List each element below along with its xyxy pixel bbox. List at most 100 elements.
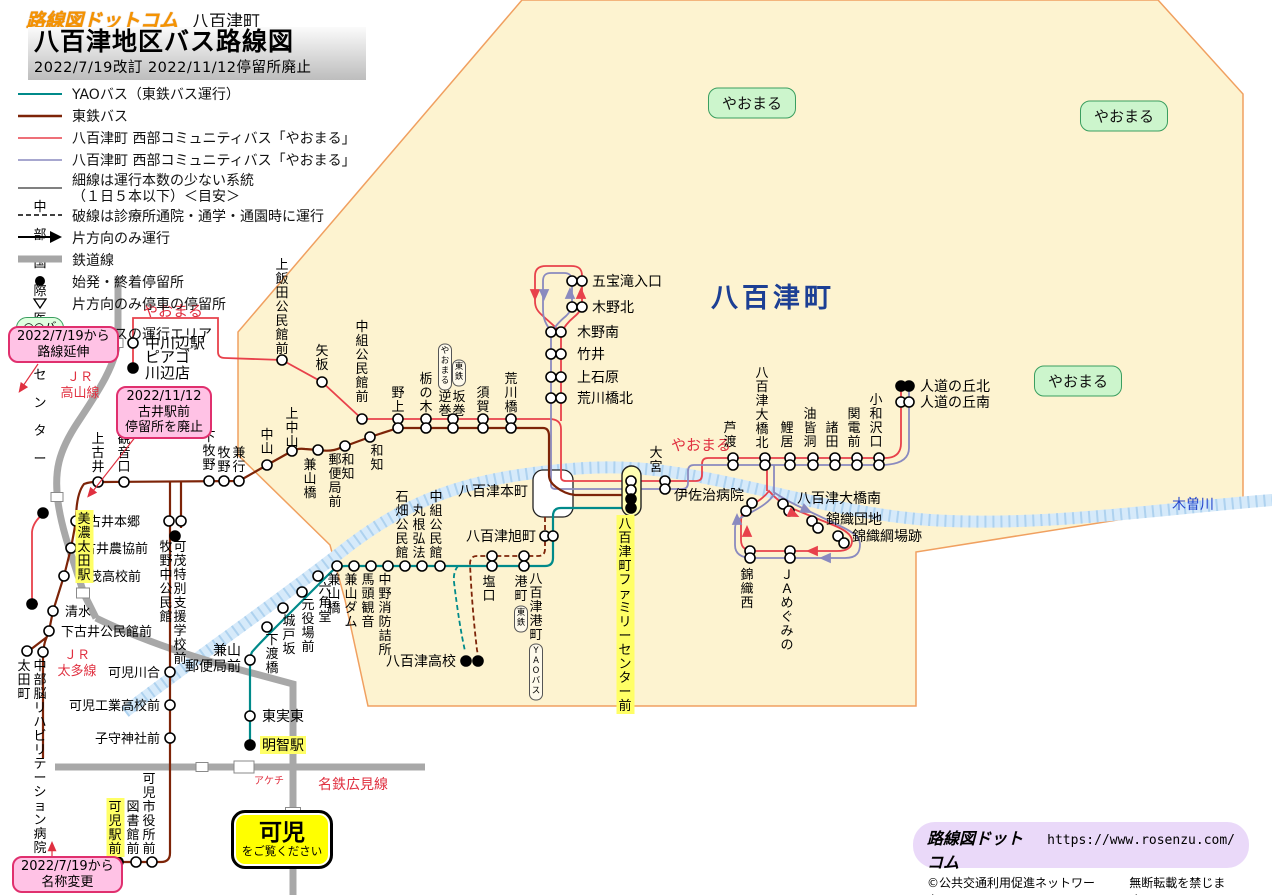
one-way-arrow	[806, 545, 818, 557]
bus-line-tohtetsu-box	[547, 470, 622, 497]
svg-text:和知: 和知	[341, 453, 354, 482]
legend-item-3: 八百津町 西部コミュニティバス「やおまる」	[16, 152, 356, 172]
svg-text:下古井公民館前: 下古井公民館前	[61, 624, 152, 640]
footer-notice: 無断転載を禁じます	[1129, 876, 1226, 895]
bus-stop	[233, 475, 245, 487]
direction-arrows	[18, 287, 831, 852]
map-label: 八百津大橋南	[797, 491, 881, 507]
svg-text:八百津旭町: 八百津旭町	[466, 529, 536, 545]
one-way-arrow	[18, 381, 29, 393]
bus-stop	[829, 459, 841, 471]
svg-text:栃の木: 栃の木	[419, 372, 432, 415]
svg-text:竹井: 竹井	[577, 347, 605, 363]
svg-text:八百津港町: 八百津港町	[529, 572, 542, 643]
map-label: 八百津町ファミリーセンター前	[616, 515, 635, 714]
svg-text:清水: 清水	[65, 605, 91, 620]
bus-stop	[92, 476, 104, 488]
map-label: 塩口	[482, 575, 495, 604]
map-label: 錦織団地	[826, 511, 882, 528]
map-label: 中部脳リハビリテーション病院	[33, 659, 46, 856]
map-label: 八百津港町	[529, 572, 542, 643]
terminal-stop	[244, 739, 256, 751]
svg-text:六角堂: 六角堂	[318, 582, 331, 625]
svg-text:小和沢口: 小和沢口	[869, 393, 882, 450]
footer-url-link[interactable]: https://www.rosenzu.com/	[1047, 833, 1235, 848]
map-label: 油皆洞	[803, 407, 816, 450]
bus-stop	[545, 371, 557, 383]
svg-text:牧野: 牧野	[217, 446, 230, 475]
svg-text:アケチ: アケチ	[254, 775, 284, 787]
map-label: 六角堂	[318, 582, 331, 625]
map-label: 八百津高校	[386, 653, 456, 670]
svg-text:八百津大橋南: 八百津大橋南	[797, 491, 881, 507]
bus-stop	[807, 459, 819, 471]
bus-stop	[851, 459, 863, 471]
bus-stop	[58, 570, 70, 582]
svg-text:八百津高校: 八百津高校	[386, 653, 456, 670]
svg-text:八百津町: 八百津町	[711, 283, 835, 314]
map-label: 大宮	[649, 446, 662, 475]
bus-stop	[547, 530, 559, 542]
bus-stop	[37, 646, 49, 658]
svg-text:中野消防詰所: 中野消防詰所	[378, 573, 391, 658]
svg-text:塩口: 塩口	[482, 575, 495, 604]
bus-line-tohtetsu-kani	[118, 482, 172, 864]
legend-label: 東鉄バス	[72, 109, 128, 126]
map-label: 子守神社前	[95, 731, 160, 747]
svg-text:高山線: 高山線	[60, 385, 99, 401]
map-label: 高山線	[60, 385, 99, 401]
bus-stop	[203, 475, 215, 487]
bus-stop	[21, 645, 33, 657]
bus-stop	[296, 586, 308, 598]
map-label: 兼山ダム	[344, 573, 357, 630]
bus-stop	[127, 337, 139, 349]
svg-text:伊佐治病院: 伊佐治病院	[674, 488, 744, 504]
bus-stop	[477, 422, 489, 434]
svg-text:牧野中公民館: 牧野中公民館	[159, 540, 172, 625]
legend-label: 片方向のみ運行	[72, 230, 170, 247]
one-way-arrow	[741, 525, 753, 537]
bus-line-tohtetsu-dashed	[469, 517, 546, 656]
map-label: 牧野中公民館	[159, 540, 172, 625]
legend-swatch-line-icon	[16, 130, 64, 150]
svg-text:中部脳リハビリテーション病院: 中部脳リハビリテーション病院	[33, 659, 46, 856]
svg-text:可児市役所前: 可児市役所前	[142, 772, 155, 857]
map-label: 可児工業高校前	[69, 698, 160, 714]
bus-stop	[545, 348, 557, 360]
legend-swatch-dot-icon	[16, 273, 64, 293]
reservation-area-pill-2: やおまる	[1033, 365, 1123, 397]
map-label: 中野消防詰所	[378, 573, 391, 658]
map-label: 八百津本町	[458, 484, 528, 500]
footer-credit: 路線図ドットコム https://www.rosenzu.com/ ©公共交通利…	[913, 822, 1249, 895]
bus-line-yaomaru-red-west-stub	[31, 513, 44, 605]
rail-station-marker	[233, 760, 255, 774]
legend-swatch-arrow-icon	[16, 229, 64, 249]
bus-stop	[277, 602, 289, 614]
legend-item-5: 破線は診療所通院・通学・通園時に運行	[16, 207, 356, 227]
town-region	[237, 0, 1244, 707]
footer-copyright: ©公共交通利用促進ネットワーク	[927, 876, 1096, 895]
svg-text:兼山: 兼山	[213, 643, 241, 659]
svg-text:和知: 和知	[370, 444, 383, 473]
one-way-arrow	[799, 503, 813, 513]
svg-text:YAOバス: YAOバス	[532, 646, 541, 696]
svg-text:須賀: 須賀	[476, 386, 489, 415]
map-label: 下渡橋	[265, 633, 278, 676]
kani-notice-box: 可児 をご覧ください	[231, 810, 333, 869]
svg-text:兼山ダム: 兼山ダム	[344, 573, 357, 630]
map-label: 逆巻	[438, 389, 451, 419]
legend-swatch-tri-icon	[16, 295, 64, 315]
bus-stop	[356, 413, 368, 425]
bus-stop	[175, 515, 187, 527]
terminal-stop	[127, 362, 139, 374]
bus-stop	[164, 699, 176, 711]
legend-swatch-line-icon	[16, 152, 64, 172]
map-label: 石畑公民館	[395, 490, 408, 561]
legend-swatch-thick-icon	[16, 251, 64, 271]
bus-stop	[545, 326, 557, 338]
bus-stop	[65, 542, 77, 554]
bus-line-yaomaru-purple-east	[573, 391, 910, 490]
map-label: 鯉居	[780, 421, 793, 450]
legend-label: 破線は診療所通院・通学・通園時に運行	[72, 208, 324, 225]
map-label: 下古井公民館前	[61, 624, 152, 640]
